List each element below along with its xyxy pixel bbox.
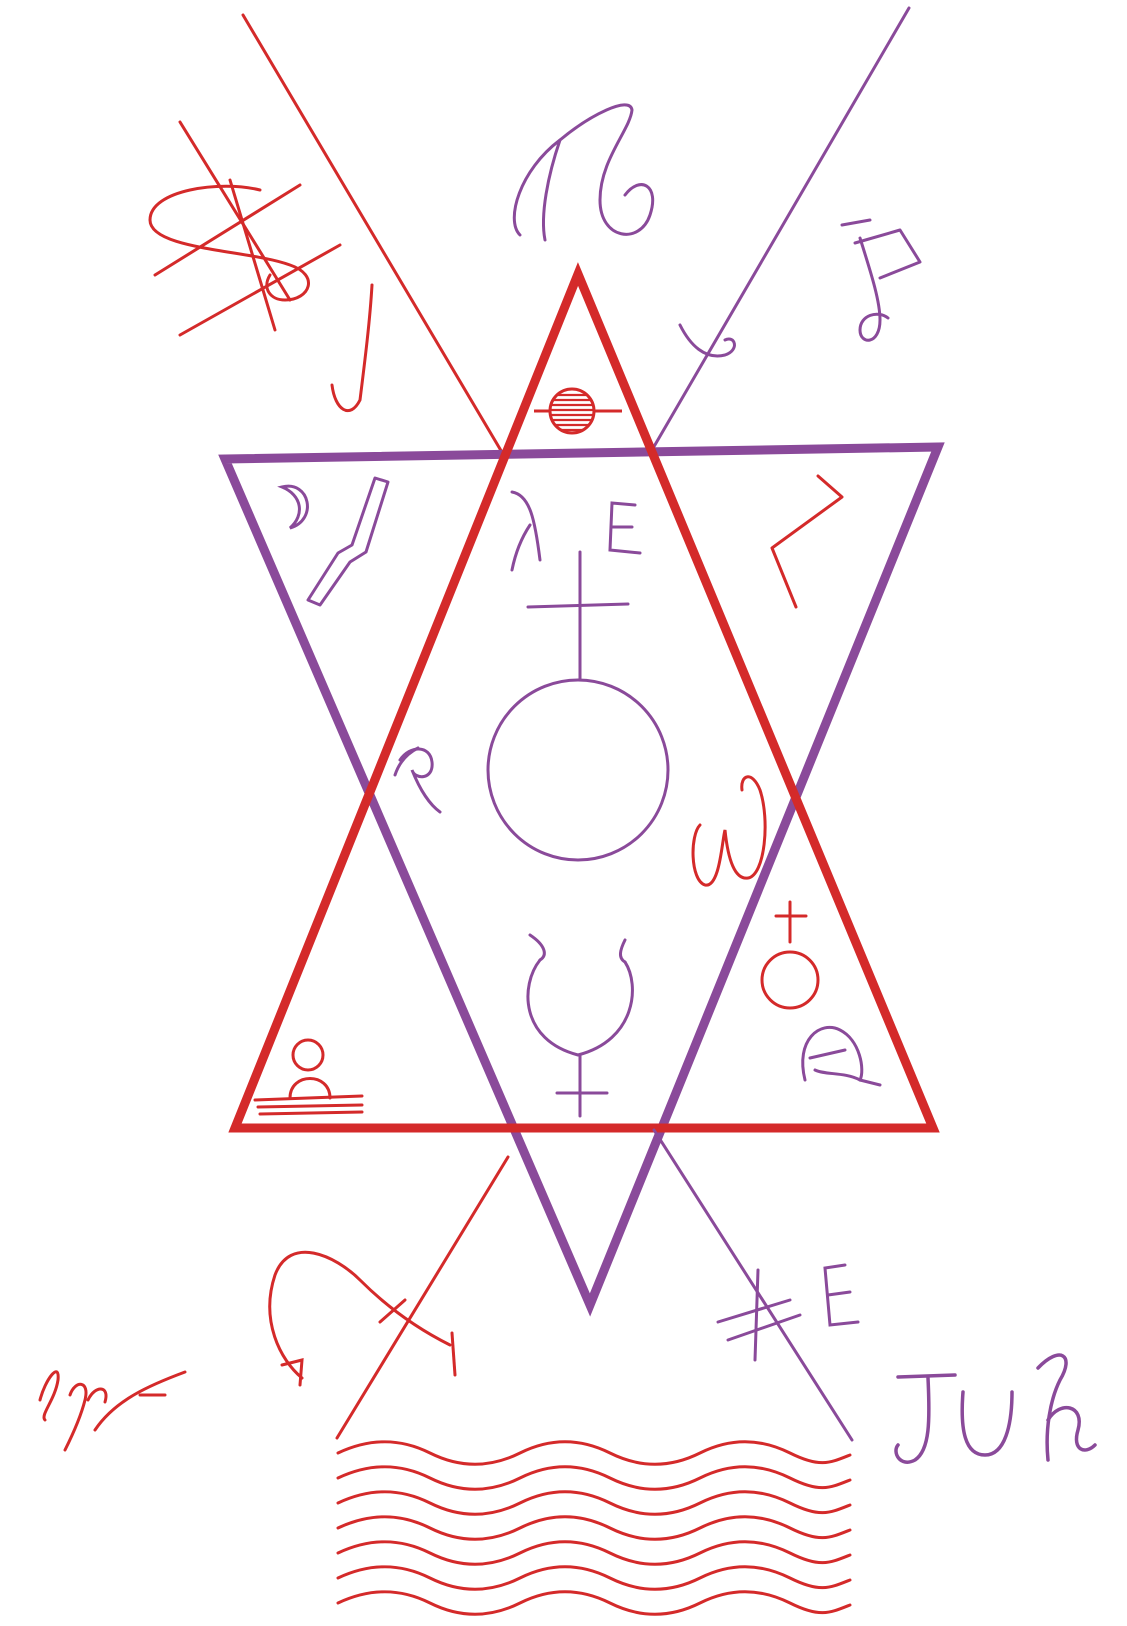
omega-glyph-icon xyxy=(693,777,765,885)
l-glyph-icon xyxy=(772,476,842,607)
e-glyph-icon xyxy=(610,503,640,553)
hook-glyph-icon xyxy=(332,285,372,411)
zigzag-glyph-icon xyxy=(308,478,388,605)
red-scribble-glyph-icon xyxy=(150,122,340,335)
mercury-lower-icon xyxy=(528,935,632,1116)
salt-symbol-icon xyxy=(255,1040,362,1114)
bottom-hook-glyph-icon xyxy=(270,1252,455,1385)
bottom-left-cursive-glyph-icon xyxy=(40,1372,185,1450)
crossed-glyph-icon xyxy=(718,1265,858,1360)
top-right-ray xyxy=(652,8,909,450)
hatched-circle-icon xyxy=(534,389,622,433)
lambda-glyph-icon xyxy=(512,492,540,570)
wavy-lines-icon xyxy=(338,1442,850,1615)
left-side-glyph-icon xyxy=(395,748,440,812)
venus-symbol-icon xyxy=(762,902,818,1008)
bottom-right-ray xyxy=(654,1130,852,1440)
mercury-symbol-icon xyxy=(488,552,668,860)
crescent-moon-icon xyxy=(282,486,307,528)
right-corner-glyph-icon xyxy=(803,1027,880,1085)
note-glyph-icon xyxy=(842,220,920,340)
juh-glyph-icon xyxy=(896,1355,1095,1462)
cursive-glyph-icon xyxy=(514,105,652,240)
top-left-ray xyxy=(243,15,503,454)
bottom-left-ray xyxy=(337,1157,508,1438)
purple-ray-mark-icon xyxy=(680,325,734,356)
